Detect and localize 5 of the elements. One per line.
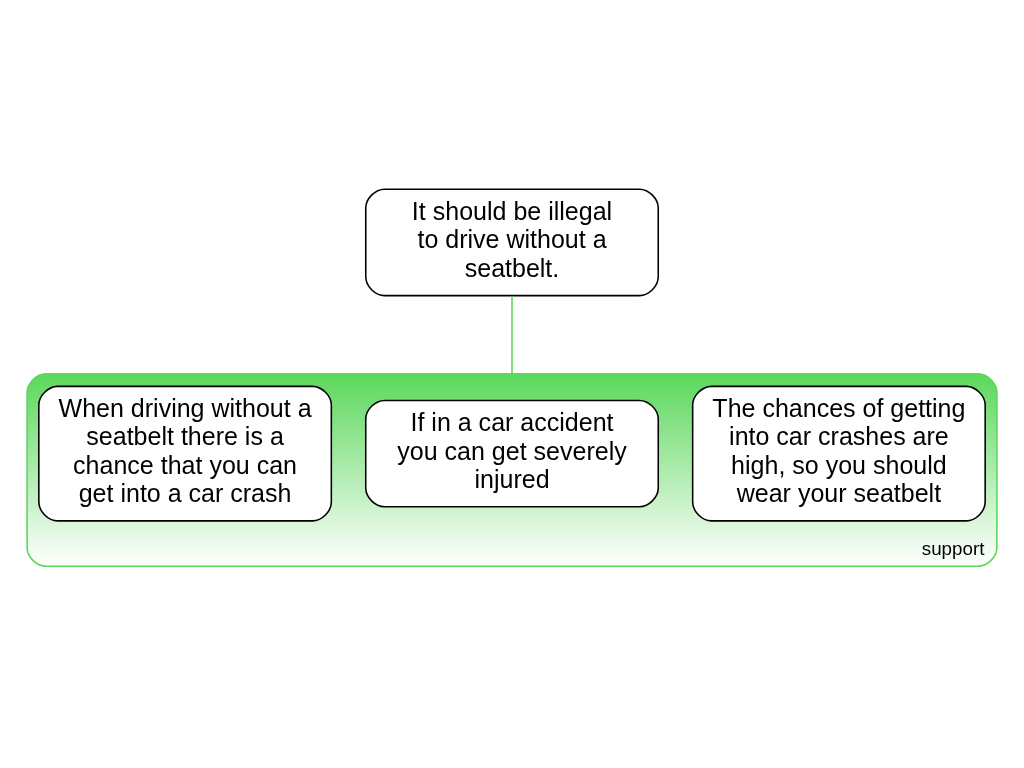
node-box: It should be illegal to drive without a seatbelt. [364,188,660,297]
node-box: When driving without a seatbelt there is a chance that you can get into a car crash [38,385,333,522]
node-box: If in a car accident you can get severely injured [364,399,660,508]
node-box: The chances of getting into car crashes are high, so you should wear your seatbelt [691,385,986,522]
connector [511,295,513,375]
